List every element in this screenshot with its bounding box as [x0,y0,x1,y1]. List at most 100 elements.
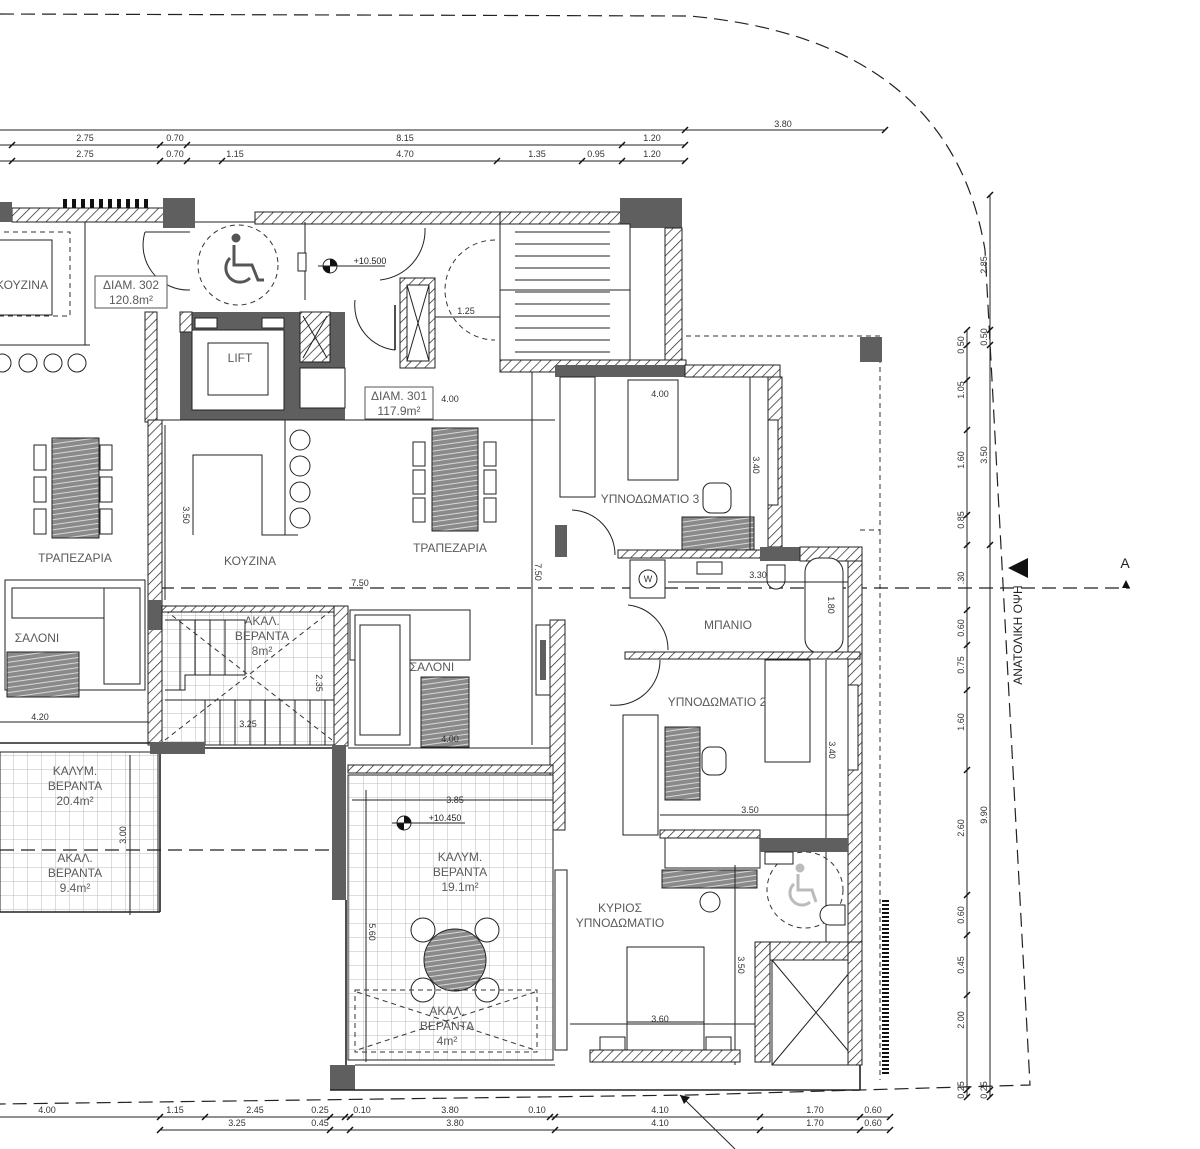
dimension-tick [681,157,689,165]
wall [759,941,861,961]
coffee-table [6,651,80,698]
toilet [766,564,786,590]
door-swing [142,231,191,291]
veranda-302 [0,751,159,913]
dim-top-overall: 3.80 [774,119,792,129]
dimension-tick [8,157,16,165]
dimension-tick [8,141,16,149]
svg-text:7.50: 7.50 [533,563,543,581]
railing-bar [882,932,889,934]
level-landing: +10.500 [354,256,387,266]
sink [764,851,794,865]
dresser [661,869,758,889]
dimension-tick [963,891,971,899]
room-label-dining-302: ΤΡΑΠΕΖΑΡΙΑ [38,551,112,565]
dim-right-inner: 0.45 [956,956,966,974]
bed [626,946,705,1023]
room-label-bathroom: ΜΠΑΝΙΟ [704,618,752,632]
kitchen-counter [192,454,298,536]
dim-right-outer: 0.50 [979,328,989,346]
svg-text:4.00: 4.00 [651,389,669,399]
kitchen-island [0,239,53,316]
svg-text:ΥΠΝΟΔΩΜΑΤΙΟ: ΥΠΝΟΔΩΜΑΤΙΟ [576,916,665,930]
svg-text:7.50: 7.50 [351,578,369,588]
wall [549,619,566,831]
dimension-tick [963,1086,971,1094]
svg-text:4m²: 4m² [437,1034,458,1048]
dimension-tick [681,141,689,149]
bed [764,659,811,763]
railing-bar [882,1012,889,1014]
sofa-301 [349,609,471,746]
dimension-tick [963,511,971,519]
lift-label: LIFT [228,351,253,365]
dim-right-inner: 0.25 [956,1081,966,1099]
svg-text:ΒΕΡΑΝΤΑ: ΒΕΡΑΝΤΑ [235,629,289,643]
dimension-tick [963,931,971,939]
room-label-covered-veranda-302: ΚΑΛΥΜ. [53,764,97,778]
railing-bar [882,912,889,914]
railing-bar [882,940,889,942]
railing-bar [882,904,889,906]
dim-bottom-row2: 3.80 [446,1118,464,1128]
sliding-door[interactable] [554,869,568,1051]
door-swing [571,509,616,556]
railing-bar [882,920,889,922]
unit-301-label: ΔΙΑΜ. 301 117.9m² [364,386,434,420]
wall [147,419,163,746]
dim-bottom-row1: 0.25 [311,1105,329,1115]
column [0,202,12,222]
wardrobe [664,837,761,869]
dimension-tick [156,141,164,149]
dimension-tick [986,341,994,349]
svg-text:ΔΙΑΜ. 301: ΔΙΑΜ. 301 [371,389,427,403]
arrow-head-icon [680,1095,690,1104]
stair-width-dim: 1.25 [457,306,475,316]
dim-living-302: 4.20 [31,712,49,722]
switch-panel [297,252,307,272]
room-label-dining-301: ΤΡΑΠΕΖΑΡΙΑ [413,541,487,555]
dim-right-outer: 3.50 [979,446,989,464]
dining-table-302 [33,437,113,539]
railing-bar [882,1048,889,1050]
room-label-bedroom-2: ΥΠΝΟΔΩΜΑΤΙΟ 2 [668,695,767,709]
dining-table-301 [412,427,497,532]
dimension-tick [986,1086,994,1094]
column [332,745,346,900]
dimension-tick [963,541,971,549]
dimension-tick [756,1113,764,1121]
railing-bar [882,1068,889,1070]
railing-bar [882,972,889,974]
dim-bottom-row1: 3.80 [441,1105,459,1115]
sliding-door[interactable] [161,605,335,613]
railing-bar [882,956,889,958]
sliding-door[interactable] [347,764,554,774]
level-marker-icon [392,815,465,831]
dim-bottom-row2: 1.70 [806,1118,824,1128]
wardrobe [559,376,596,498]
dimension-tick [218,157,226,165]
railing-bar [882,988,889,990]
elevation-label: ΑΝΑΤΟΛΙΚΗ ΟΨΗ [1011,585,1025,684]
dim-top-row1: 2.75 [76,133,94,143]
svg-text:4.00: 4.00 [441,734,459,744]
svg-text:5.60: 5.60 [367,923,377,941]
wall [11,207,168,223]
open-veranda-4 [354,989,538,1053]
room-label-living-302: ΣΑΛΟΝΙ [15,631,60,645]
svg-text:3.60: 3.60 [651,1014,669,1024]
dim-bottom-row1: 0.60 [864,1105,882,1115]
level-marker-icon [318,258,385,274]
chair [702,482,732,514]
dim-top-row2: 2.75 [76,149,94,159]
window-top-left [63,199,148,208]
dim-bottom-row2: 0.60 [864,1118,882,1128]
wall [499,211,623,225]
railing-bar [882,1032,889,1034]
dimension-tick [963,1093,971,1101]
dim-top-row2: 4.70 [396,149,414,159]
window [767,419,779,506]
wheelchair-icon [224,233,264,284]
dimension-tick [326,1113,334,1121]
